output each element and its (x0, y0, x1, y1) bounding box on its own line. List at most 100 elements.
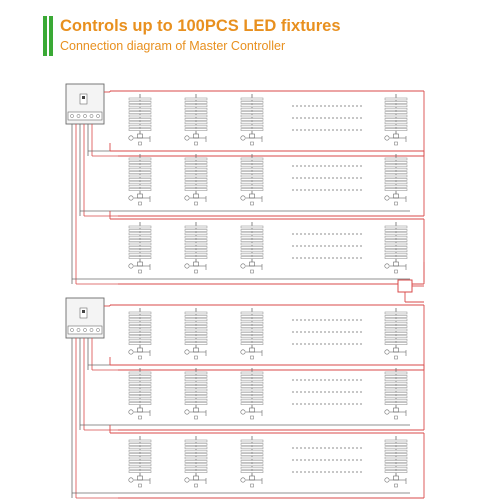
fixture-bar (184, 338, 208, 342)
junction-icon (184, 477, 190, 483)
fixture-bar (128, 402, 152, 405)
fixture-terminal (194, 415, 198, 420)
fixture-bar (128, 118, 152, 121)
fixture-bar (240, 385, 264, 388)
fixture-connector (249, 261, 255, 267)
fixture-bar (184, 398, 208, 402)
fixture-bar (240, 318, 264, 322)
fixture-bar (184, 332, 208, 335)
fixture-bar (184, 395, 208, 399)
fixture-bar (128, 128, 152, 131)
fixture-bar (184, 453, 208, 456)
fixture-bar (128, 342, 152, 345)
fixture-bar (128, 446, 152, 450)
fixture-bar (240, 256, 264, 259)
fixture-bar (184, 235, 208, 239)
fixture-terminal (250, 269, 254, 274)
fixture-bar (184, 101, 208, 104)
controller-led (82, 96, 85, 99)
fixture-bar (384, 466, 408, 470)
fixture-connector (137, 261, 143, 267)
fixture-bar (128, 439, 152, 443)
fixture-bar (240, 392, 264, 395)
fixture-bar (128, 114, 152, 118)
fixture-bar (384, 378, 408, 382)
fixture-bar (384, 239, 408, 242)
led-fixture (384, 222, 408, 274)
fixture-connector (393, 133, 399, 139)
fixture-bar (128, 174, 152, 178)
fixture-bar (384, 97, 408, 101)
fixture-bar (184, 443, 208, 446)
fixture-connector (249, 407, 255, 413)
fixture-bar (240, 402, 264, 405)
junction-icon (384, 263, 390, 269)
terminal-screw-icon (89, 328, 94, 332)
fixture-connector (249, 133, 255, 139)
fixture-bar (184, 375, 208, 378)
fixture-bar (384, 381, 408, 385)
fixture-bar (184, 229, 208, 232)
junction-icon (384, 349, 390, 355)
junction-icon (240, 263, 246, 269)
fixture-bar (184, 161, 208, 164)
fixture-terminal (394, 269, 398, 274)
junction-icon (240, 409, 246, 415)
fixture-bar (240, 325, 264, 328)
fixture-terminal (194, 269, 198, 274)
fixture-bar (384, 124, 408, 128)
fixture-bar (240, 114, 264, 118)
fixture-connector (249, 347, 255, 353)
fixture-bar (384, 338, 408, 342)
led-fixture (240, 436, 264, 488)
master-controller (65, 297, 105, 339)
fixture-connector (193, 347, 199, 353)
fixture-bar (184, 446, 208, 450)
fixture-bar (240, 232, 264, 236)
fixture-bar (384, 470, 408, 473)
fixture-bar (240, 178, 264, 181)
fixture-bar (128, 325, 152, 328)
fixture-bar (240, 381, 264, 385)
fixture-terminal (194, 141, 198, 146)
page-subtitle: Connection diagram of Master Controller (60, 39, 286, 53)
fixture-bar (384, 178, 408, 181)
fixture-bar (128, 395, 152, 399)
fixture-bar (184, 242, 208, 246)
junction-icon (128, 135, 134, 141)
fixture-bar (240, 225, 264, 229)
fixture-bar (184, 328, 208, 332)
fixture-bar (240, 395, 264, 399)
fixture-bar (128, 335, 152, 339)
fixture-bar (128, 229, 152, 232)
led-fixture (240, 94, 264, 146)
fixture-bar (128, 242, 152, 246)
fixture-bar (240, 446, 264, 450)
fixture-bar (384, 342, 408, 345)
fixture-bar (128, 378, 152, 382)
fixture-row (110, 364, 425, 431)
junction-icon (184, 349, 190, 355)
fixture-bar (384, 395, 408, 399)
fixture-bar (384, 456, 408, 460)
fixture-connector (137, 407, 143, 413)
fixture-connector (193, 407, 199, 413)
fixture-bar (384, 246, 408, 249)
fixture-connector (249, 475, 255, 481)
fixture-bar (128, 249, 152, 253)
led-fixture (128, 222, 152, 274)
fixture-bar (128, 388, 152, 392)
fixture-bar (184, 128, 208, 131)
fixture-bar (184, 318, 208, 322)
led-fixture (184, 436, 208, 488)
fixture-bar (184, 311, 208, 315)
fixture-bar (240, 101, 264, 104)
terminal-screw-icon (83, 114, 87, 118)
fixture-bar (128, 371, 152, 375)
fixture-bar (184, 178, 208, 181)
fixture-row (110, 304, 425, 371)
junction-icon (128, 263, 134, 269)
fixture-bar (384, 318, 408, 322)
master-controller (65, 83, 105, 125)
fixture-bar (240, 239, 264, 242)
